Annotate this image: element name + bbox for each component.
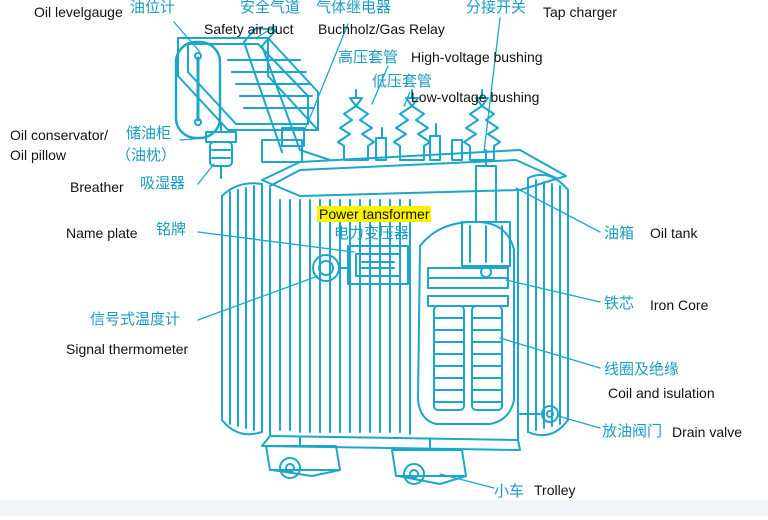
- safety-air-duct-label-en: Safety air duct: [204, 21, 294, 37]
- safety-air-duct-label-zh: 安全气道: [240, 0, 301, 16]
- radiator-fins-right: [527, 174, 569, 436]
- conservator-label-en-2: Oil pillow: [10, 147, 67, 163]
- coil-label-zh: 线圈及绝缘: [604, 360, 680, 378]
- cutaway-window: [417, 220, 515, 425]
- oil-tank-label-en: Oil tank: [650, 225, 698, 241]
- iron-core-label-en: Iron Core: [650, 297, 709, 313]
- hv-bushing-label-zh: 高压套管: [338, 48, 399, 66]
- lv-bushing-label-zh: 低压套管: [372, 72, 433, 90]
- iron-core-shape: [427, 267, 509, 307]
- bottom-band: [0, 500, 768, 516]
- tap-charger-label-zh: 分接开关: [466, 0, 527, 16]
- oil-conservator-shape: [177, 37, 319, 131]
- name-plate-label-zh: 铭牌: [156, 220, 187, 238]
- oil-level-gauge-label-en: Oil levelgauge: [34, 4, 123, 20]
- drain-valve-label-zh: 放油阀门: [602, 422, 663, 440]
- lv-bushing-label-en: Low-voltage bushing: [411, 89, 540, 105]
- breather-label-zh: 吸湿器: [140, 174, 186, 192]
- conservator-label-zh-2: （油枕）: [116, 146, 177, 164]
- breather-label-en: Breather: [70, 179, 124, 195]
- tank-cover-shape: [261, 149, 567, 197]
- thermometer-label-zh: 信号式温度计: [90, 310, 181, 328]
- drain-valve-shape: [519, 405, 559, 423]
- name-plate-label-en: Name plate: [66, 225, 138, 241]
- tap-changer-shape: [461, 149, 511, 278]
- oil-level-gauge-shape: [174, 40, 222, 140]
- conservator-label-en-1: Oil conservator/: [10, 127, 109, 143]
- coil-label-en: Coil and isulation: [608, 385, 715, 401]
- gas-relay-shape: [261, 127, 331, 163]
- diagram-title-en: Power tansformer: [317, 206, 432, 222]
- trolley-shape: [265, 437, 467, 485]
- trolley-label-en: Trolley: [534, 482, 576, 498]
- diagram-title-zh: 电力变压器: [334, 224, 410, 242]
- tap-charger-label-en: Tap charger: [543, 4, 617, 20]
- leader-lines: [173, 17, 601, 489]
- coil-shape: [433, 305, 503, 411]
- bushing-shapes: [337, 89, 501, 161]
- hv-bushing-label-en: High-voltage bushing: [411, 49, 543, 65]
- iron-core-label-zh: 铁芯: [604, 294, 635, 312]
- drain-valve-label-en: Drain valve: [672, 424, 743, 440]
- radiator-fins-left: [221, 182, 263, 436]
- breather-shape: [205, 123, 237, 179]
- trolley-label-zh: 小车: [494, 482, 525, 500]
- name-plate-shape: [347, 245, 409, 285]
- tank-body-shape: [261, 187, 521, 451]
- oil-level-gauge-label-zh: 油位计: [130, 0, 176, 16]
- thermometer-label-en: Signal thermometer: [66, 341, 189, 357]
- conservator-label-zh-1: 储油柜: [126, 124, 172, 142]
- safety-air-duct-shape: [243, 27, 277, 47]
- gas-relay-label-en: Buchholz/Gas Relay: [318, 21, 445, 37]
- gas-relay-label-zh: 气体继电器: [316, 0, 392, 16]
- thermometer-shape: [312, 254, 349, 282]
- oil-tank-label-zh: 油箱: [604, 224, 635, 242]
